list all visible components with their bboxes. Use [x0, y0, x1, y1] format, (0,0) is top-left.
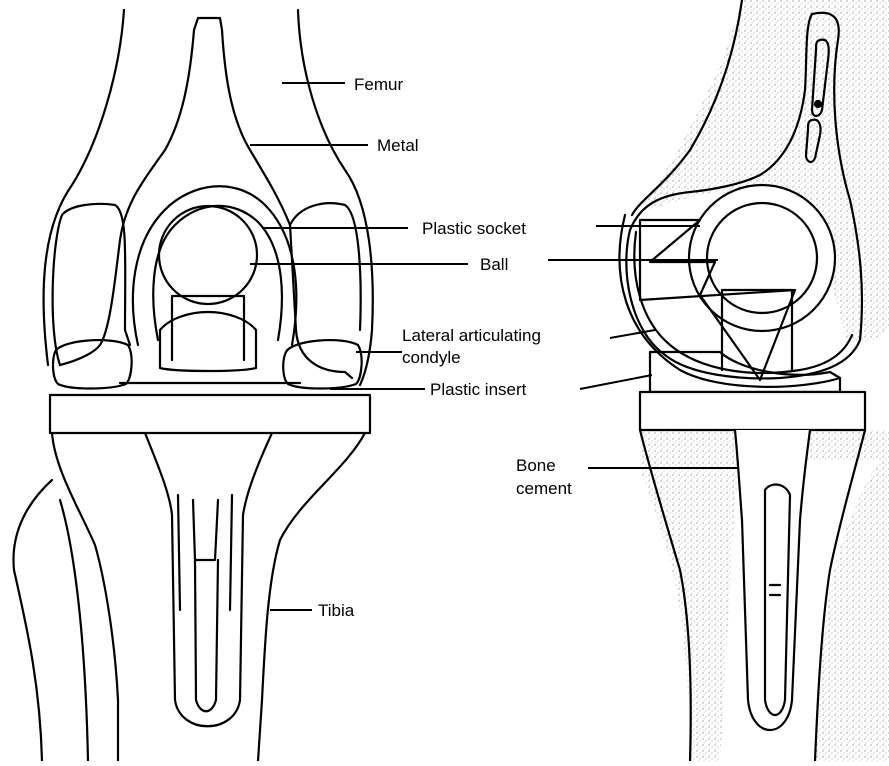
front-tibial-stem-outer: [145, 433, 272, 726]
front-tibial-stem-slot-lower: [195, 560, 218, 711]
side-view: [620, 0, 889, 761]
label-ball: Ball: [480, 255, 508, 274]
label-tibia: Tibia: [318, 601, 355, 620]
label-bone-cement-line2: cement: [516, 479, 572, 498]
front-tibial-tray: [50, 395, 370, 433]
front-right-condyle-block: [290, 203, 361, 330]
front-ball: [159, 206, 257, 304]
front-metal-stem: [60, 18, 352, 378]
label-plastic-socket: Plastic socket: [422, 219, 526, 238]
front-femur-outline-right: [298, 10, 373, 385]
label-lateral-condyle-line1: Lateral articulating: [402, 326, 541, 345]
side-femoral-hole: [815, 101, 821, 107]
label-lateral-condyle-line2: condyle: [402, 348, 461, 367]
front-tibia-right: [258, 433, 365, 761]
label-bone-cement-line1: Bone: [516, 456, 556, 475]
side-tibial-stem: [735, 430, 810, 730]
front-plastic-socket: [133, 186, 296, 345]
front-ball-post: [172, 296, 244, 360]
front-fibula: [13, 480, 88, 761]
front-right-condyle-pad: [283, 340, 361, 388]
side-tibial-tray: [640, 392, 865, 430]
label-metal: Metal: [377, 136, 419, 155]
front-post-flare: [160, 312, 256, 371]
leader-plastic-insert-right: [580, 375, 652, 389]
front-tibial-stem-slot: [178, 495, 232, 610]
labels: Femur Metal Plastic socket Ball Lateral …: [318, 75, 572, 620]
front-view: [13, 10, 372, 761]
front-femur-outline: [44, 10, 124, 365]
front-tibia-left: [52, 433, 118, 761]
label-plastic-insert: Plastic insert: [430, 380, 527, 399]
label-femur: Femur: [354, 75, 403, 94]
